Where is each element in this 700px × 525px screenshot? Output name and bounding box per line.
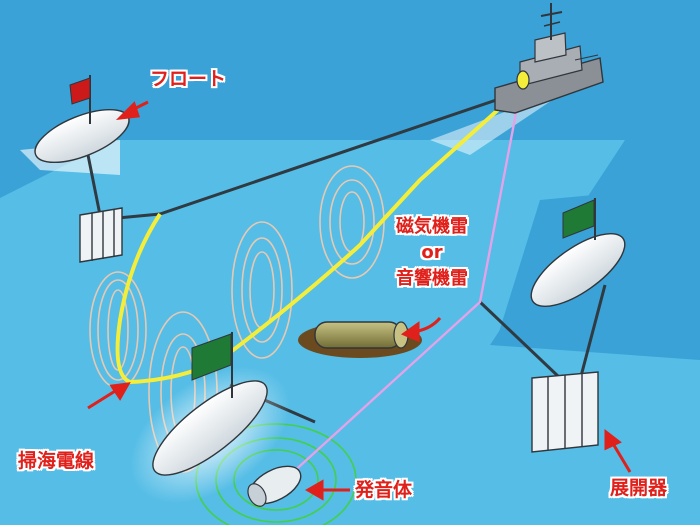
mine-label-or: or <box>421 242 443 263</box>
sound-emitter-label: 発音体 <box>355 479 413 501</box>
sweep-wire-label: 掃海電線 <box>18 450 95 472</box>
float-label: フロート <box>150 68 227 90</box>
deployer-right <box>531 371 599 453</box>
mine-label-acoustic: 音響機雷 <box>396 268 468 289</box>
float-bottom <box>129 332 291 504</box>
sound-cable <box>289 91 522 476</box>
deployer-label: 展開器 <box>610 477 668 499</box>
sweep-cable <box>115 88 522 385</box>
mine <box>298 321 422 358</box>
deployer-left <box>79 207 123 263</box>
mine-label-magnetic: 磁気機雷 <box>396 216 468 237</box>
warship <box>494 3 604 114</box>
sound-emitter <box>247 465 302 507</box>
mine-label: 磁気機雷 or 音響機雷 <box>386 218 478 296</box>
float-right <box>530 198 626 308</box>
float-top-left <box>34 75 130 164</box>
label-arrows <box>87 100 632 501</box>
